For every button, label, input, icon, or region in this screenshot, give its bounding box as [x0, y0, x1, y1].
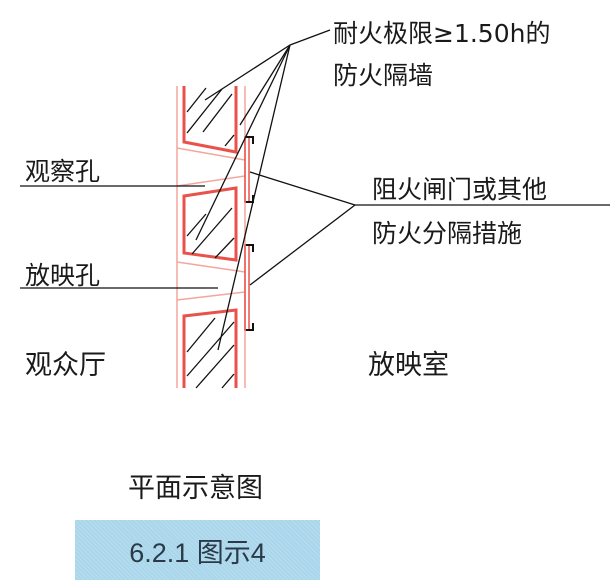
fire-wall-label-line2: 防火隔墙: [333, 61, 434, 90]
wall-blocks: [182, 86, 238, 388]
projection-room-label: 放映室: [368, 350, 449, 381]
diagram-title: 平面示意图: [128, 473, 263, 504]
fire-wall-label-line1: 耐火极限≥1.50h的: [333, 19, 551, 48]
observation-hole-label: 观察孔: [25, 157, 101, 186]
damper-label-line2: 防火分隔措施: [372, 219, 523, 248]
audience-hall-label: 观众厅: [25, 350, 106, 381]
leader-lines: [20, 29, 610, 351]
damper-label-line1: 阻火闸门或其他: [372, 175, 548, 204]
figure-caption: 6.2.1 图示4: [75, 520, 320, 580]
projection-hole-label: 放映孔: [25, 261, 101, 290]
hatching: [186, 87, 235, 389]
